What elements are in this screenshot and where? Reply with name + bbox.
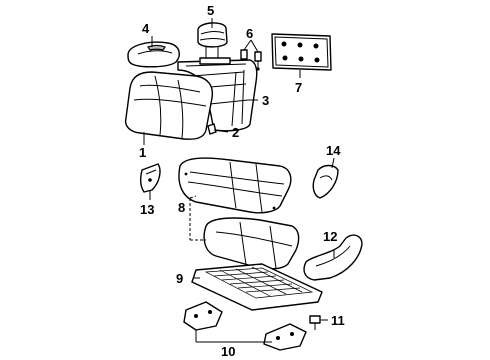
callout-14: 14 xyxy=(326,143,341,158)
part-8-seat-cover xyxy=(178,157,292,214)
callout-8: 8 xyxy=(178,200,185,215)
callout-9: 9 xyxy=(176,271,183,286)
part-8-seat-pad xyxy=(203,217,300,270)
callout-11: 11 xyxy=(331,313,345,328)
callout-3: 3 xyxy=(262,93,269,108)
part-4-pad xyxy=(127,41,180,68)
part-14-trim xyxy=(312,164,339,199)
callout-12: 12 xyxy=(323,229,337,244)
part-5-headrest xyxy=(197,22,228,58)
part-2-clip xyxy=(207,123,217,135)
part-12-side-trim xyxy=(303,234,363,281)
callout-6: 6 xyxy=(246,26,253,41)
callout-10: 10 xyxy=(221,344,235,359)
part-9-seat-frame xyxy=(191,263,323,311)
part-1-back-cushion xyxy=(124,71,214,140)
part-13-bracket xyxy=(139,163,161,193)
leader-lines xyxy=(143,18,335,343)
callout-7: 7 xyxy=(295,80,302,95)
part-11-bolt xyxy=(309,315,321,330)
callout-1: 1 xyxy=(139,145,146,160)
callout-13: 13 xyxy=(140,202,154,217)
callout-2: 2 xyxy=(232,125,239,140)
part-7-back-panel xyxy=(271,33,332,71)
part-3-back-frame xyxy=(177,57,258,132)
callout-5: 5 xyxy=(207,3,214,18)
callout-4: 4 xyxy=(142,21,150,36)
part-10-brackets xyxy=(183,301,307,351)
